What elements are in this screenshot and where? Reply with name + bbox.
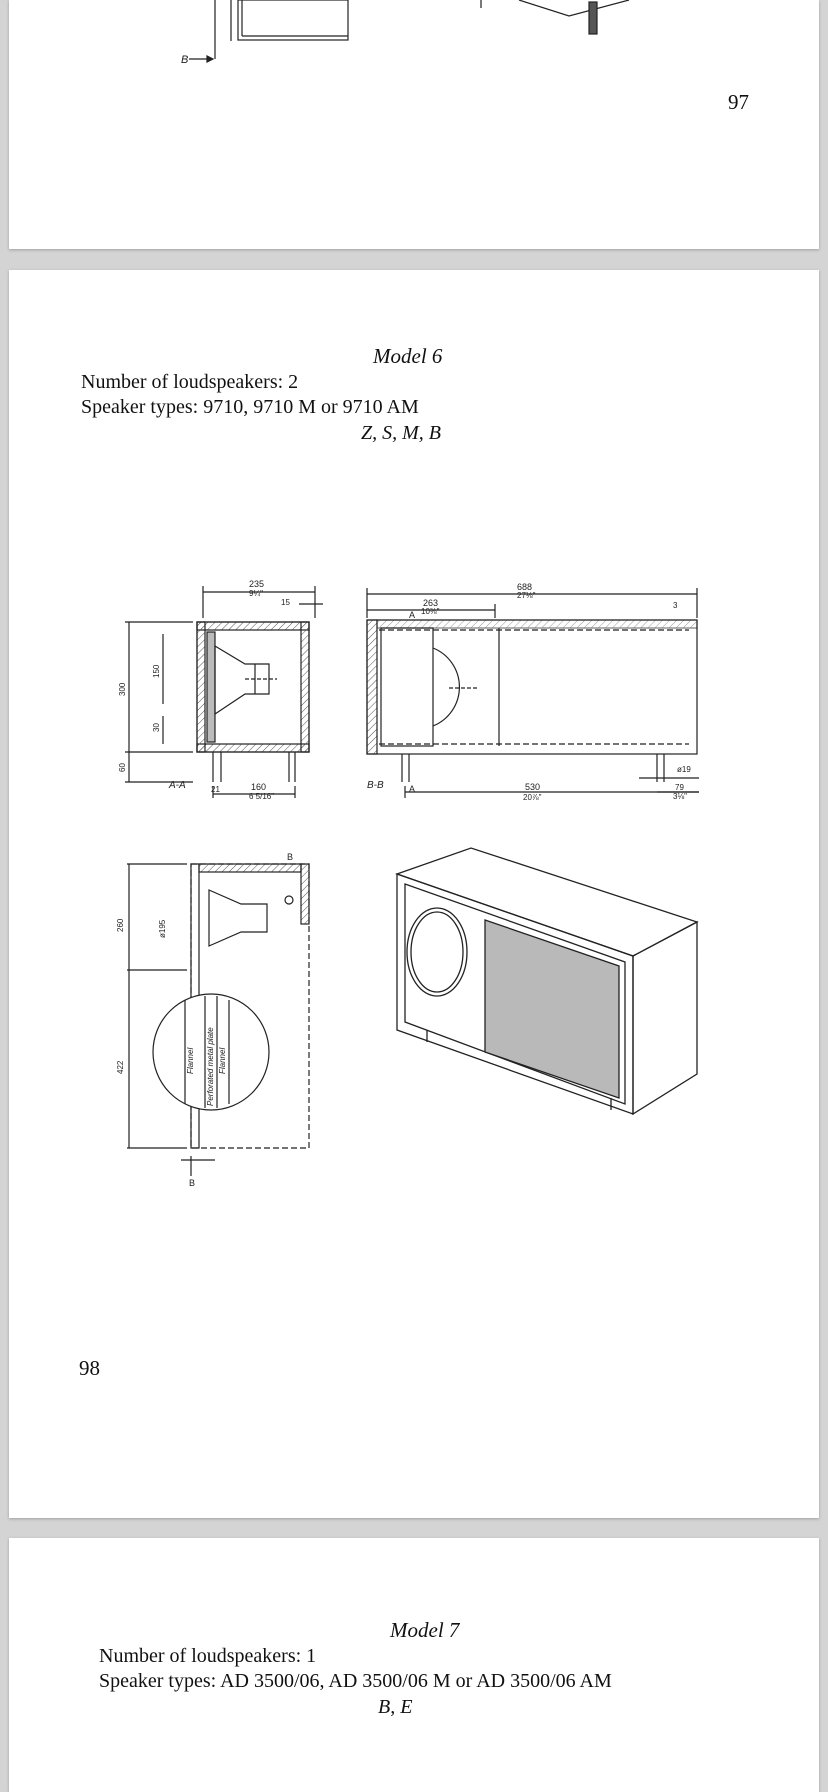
- dim-21: 21: [211, 785, 220, 794]
- dim-688-in: 27⅛": [517, 591, 536, 600]
- flannel-right: Flannel: [218, 1048, 227, 1074]
- dim-235: 235: [249, 579, 264, 589]
- dim-3: 3: [673, 601, 678, 610]
- label-section-aa: A-A: [168, 780, 186, 791]
- loudspeaker-count: Number of loudspeakers: 2: [81, 371, 299, 393]
- page-99: Model 7 Number of loudspeakers: 1 Speake…: [9, 1538, 819, 1792]
- dim-15: 15: [281, 598, 290, 607]
- previous-page-drawing: B: [181, 0, 630, 66]
- technical-drawing-front-and-perspective: Flannel Perforated metal plate Flannel 2…: [116, 847, 699, 1188]
- page-98: Model 6 Number of loudspeakers: 2 Speake…: [9, 270, 819, 1518]
- page-number: 97: [728, 90, 749, 114]
- loudspeaker-count: Number of loudspeakers: 1: [99, 1645, 317, 1667]
- dim-263: 263: [423, 598, 438, 608]
- dim-688: 688: [517, 582, 532, 592]
- marker-a-bottom: A: [409, 784, 415, 794]
- marker-b-top: B: [287, 852, 293, 862]
- speaker-types: Speaker types: AD 3500/06, AD 3500/06 M …: [99, 1670, 612, 1692]
- speaker-codes: B, E: [378, 1696, 413, 1718]
- dim-19: ø19: [677, 765, 691, 774]
- model-title: Model 7: [390, 1618, 460, 1642]
- section-aa: [125, 586, 323, 798]
- dim-160-in: 6 5/16": [249, 792, 274, 801]
- model-title: Model 6: [373, 344, 443, 368]
- marker-b-bottom: B: [189, 1178, 195, 1188]
- label-section-bb: B-B: [367, 780, 384, 791]
- dim-160: 160: [251, 782, 266, 792]
- perspective-view: [395, 847, 699, 1116]
- dim-195: ø195: [158, 919, 167, 938]
- front-section: [127, 863, 310, 1176]
- dim-79-in: 3⅛": [673, 792, 687, 801]
- dim-79: 79: [675, 783, 684, 792]
- speaker-codes: Z, S, M, B: [361, 422, 441, 444]
- section-bb: [366, 588, 699, 798]
- dim-530: 530: [525, 782, 540, 792]
- svg-text:B: B: [181, 54, 188, 66]
- dim-150: 150: [152, 664, 161, 678]
- dim-300: 300: [118, 682, 127, 696]
- perforated-label: Perforated metal plate: [206, 1027, 215, 1106]
- dim-530-in: 20⅞": [523, 793, 542, 802]
- dim-60: 60: [118, 763, 127, 772]
- speaker-types: Speaker types: 9710, 9710 M or 9710 AM: [81, 396, 419, 418]
- technical-drawing-sections: A-A B-B 235 9¼" 15 688 27⅛" 263 10⅜" 3 A…: [118, 579, 699, 802]
- marker-a-top: A: [409, 610, 415, 620]
- dim-235-in: 9¼": [249, 589, 263, 598]
- dim-30: 30: [152, 723, 161, 732]
- page-number: 98: [79, 1356, 100, 1380]
- flannel-left: Flannel: [186, 1048, 195, 1074]
- dim-263-in: 10⅜": [421, 607, 440, 616]
- page-97: B 97: [9, 0, 819, 249]
- dim-260: 260: [116, 918, 125, 932]
- dim-422: 422: [116, 1060, 125, 1074]
